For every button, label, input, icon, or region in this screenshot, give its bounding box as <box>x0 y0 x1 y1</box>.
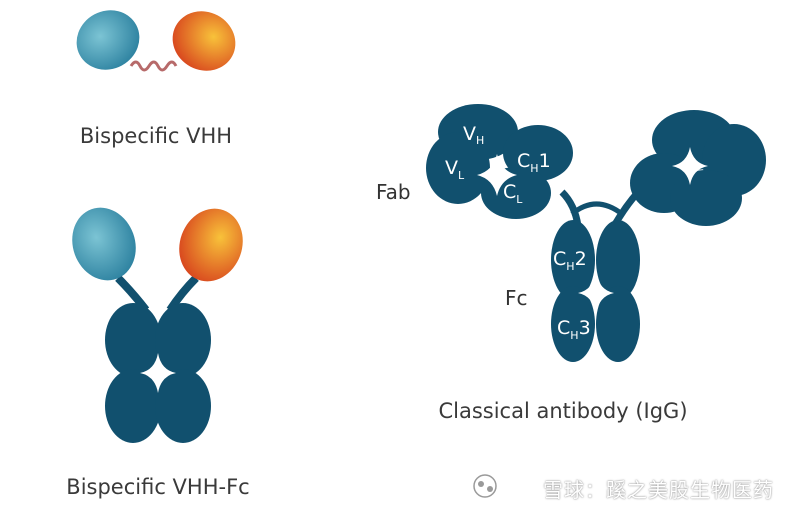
igg-antibody: VH VL CH1 CL CH2 CH3 Fab Fc Classical an… <box>376 104 766 423</box>
label-fc: Fc <box>505 286 528 310</box>
caption-igg: Classical antibody (IgG) <box>438 399 687 423</box>
igg-fc <box>551 220 640 362</box>
domain-ch2: CH2 <box>553 248 587 273</box>
caption-bispecific-vhh-fc: Bispecific VHH-Fc <box>66 475 249 499</box>
vhh-domain-orange <box>172 11 236 71</box>
fab-right-cavity <box>672 147 708 185</box>
igg-disulfide-arc <box>570 201 624 217</box>
vhh-domain-blue <box>76 10 140 70</box>
fab-left-cavity <box>477 154 517 196</box>
fc-cavity <box>578 272 614 314</box>
domain-ch3: CH3 <box>557 317 591 342</box>
caption-bispecific-vhh: Bispecific VHH <box>80 124 232 148</box>
vhh-domain-blue <box>72 207 136 281</box>
watermark-text: 雪球：蹊之美股生物医药 <box>543 478 774 502</box>
vhh-domain-orange <box>179 208 243 282</box>
domain-vh: VH <box>463 123 484 147</box>
fc-region <box>105 303 211 443</box>
domain-vl: VL <box>445 157 465 182</box>
flexible-linker <box>129 60 178 72</box>
fab-right <box>630 110 766 226</box>
bispecific-vhh: Bispecific VHH <box>76 10 236 148</box>
snowball-logo-icon <box>473 474 497 498</box>
domain-cl: CL <box>503 181 523 206</box>
domain-ch1: CH1 <box>517 150 551 175</box>
bispecific-vhh-fc: Bispecific VHH-Fc <box>66 207 250 499</box>
fc-cavity <box>140 353 176 393</box>
label-fab: Fab <box>376 180 411 204</box>
